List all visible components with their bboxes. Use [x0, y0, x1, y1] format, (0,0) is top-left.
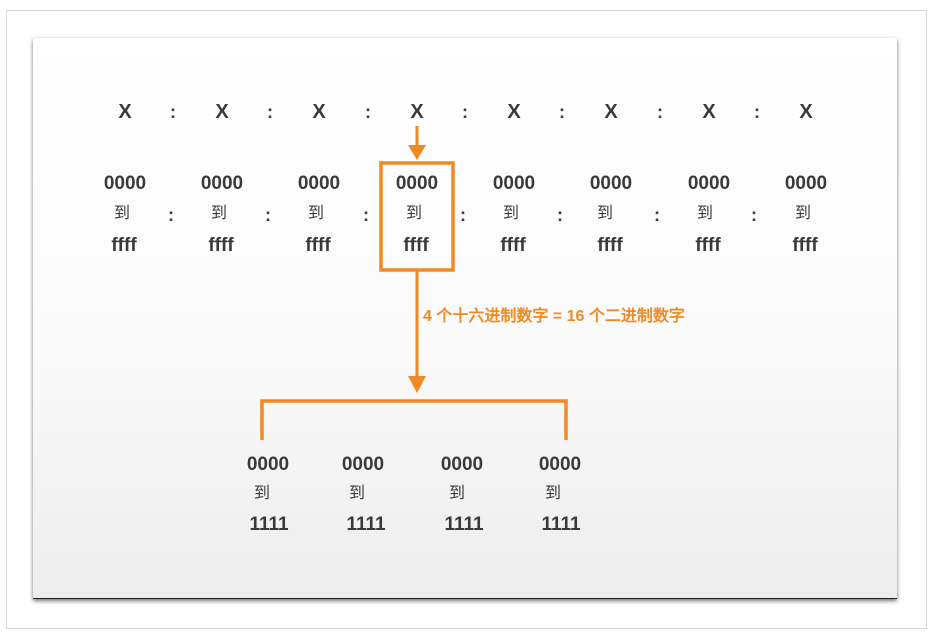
- hextet-7-high: ffff: [695, 235, 721, 256]
- binary-bracket: [260, 399, 568, 440]
- highlight-box: [379, 161, 455, 272]
- binary-1-low: 0000: [246, 454, 290, 475]
- binary-4-to: 到: [544, 485, 562, 502]
- top-colon: :: [267, 102, 273, 122]
- hextet-colon: :: [265, 205, 271, 225]
- hextet-7-low: 0000: [687, 173, 731, 194]
- diagram-panel: [33, 38, 897, 599]
- binary-3-to: 到: [448, 485, 466, 502]
- hextet-8-high: ffff: [792, 235, 818, 256]
- hextet-x-3: X: [312, 101, 326, 123]
- hextet-6-low: 0000: [589, 173, 633, 194]
- top-colon: :: [365, 102, 371, 122]
- hextet-8-to: 到: [794, 205, 812, 222]
- binary-2-high: 1111: [346, 514, 386, 535]
- hextet-x-7: X: [702, 101, 716, 123]
- top-colon: :: [170, 102, 176, 122]
- hextet-3-high: ffff: [305, 235, 331, 256]
- hextet-4-high: ffff: [403, 235, 429, 256]
- hextet-8-low: 0000: [784, 173, 828, 194]
- hextet-1-low: 0000: [103, 173, 147, 194]
- hextet-colon: :: [557, 205, 563, 225]
- hextet-3-low: 0000: [297, 173, 341, 194]
- hextet-2-to: 到: [210, 205, 228, 222]
- hextet-colon: :: [751, 205, 757, 225]
- hextet-1-high: ffff: [111, 235, 137, 256]
- hextet-x-5: X: [507, 101, 521, 123]
- arrow-down-head: [408, 376, 426, 393]
- top-colon: :: [559, 102, 565, 122]
- arrow-top-head: [408, 145, 426, 160]
- binary-1-high: 1111: [249, 514, 289, 535]
- hextet-6-high: ffff: [597, 235, 623, 256]
- hextet-2-low: 0000: [200, 173, 244, 194]
- hextet-x-8: X: [799, 101, 813, 123]
- hextet-colon: :: [168, 205, 174, 225]
- hextet-4-to: 到: [405, 205, 423, 222]
- binary-2-low: 0000: [341, 454, 385, 475]
- hextet-7-to: 到: [696, 205, 714, 222]
- hextet-colon: :: [363, 205, 369, 225]
- binary-3-high: 1111: [444, 514, 484, 535]
- hextet-x-1: X: [118, 101, 132, 123]
- hextet-3-to: 到: [307, 205, 325, 222]
- binary-4-low: 0000: [538, 454, 582, 475]
- hextet-5-low: 0000: [492, 173, 536, 194]
- hextet-2-high: ffff: [208, 235, 234, 256]
- hextet-6-to: 到: [596, 205, 614, 222]
- top-colon: :: [657, 102, 663, 122]
- binary-2-to: 到: [348, 485, 366, 502]
- hextet-1-to: 到: [113, 205, 131, 222]
- binary-3-low: 0000: [440, 454, 484, 475]
- hextet-5-to: 到: [502, 205, 520, 222]
- hextet-x-4: X: [410, 101, 424, 123]
- hex-to-binary-annotation: 4 个十六进制数字 = 16 个二进制数字: [423, 308, 685, 325]
- top-colon: :: [462, 102, 468, 122]
- hextet-4-low: 0000: [395, 173, 439, 194]
- binary-4-high: 1111: [541, 514, 581, 535]
- hextet-5-high: ffff: [500, 235, 526, 256]
- binary-1-to: 到: [253, 485, 271, 502]
- top-colon: :: [754, 102, 760, 122]
- hextet-colon: :: [654, 205, 660, 225]
- hextet-colon: :: [460, 205, 466, 225]
- hextet-x-2: X: [215, 101, 229, 123]
- hextet-x-6: X: [604, 101, 618, 123]
